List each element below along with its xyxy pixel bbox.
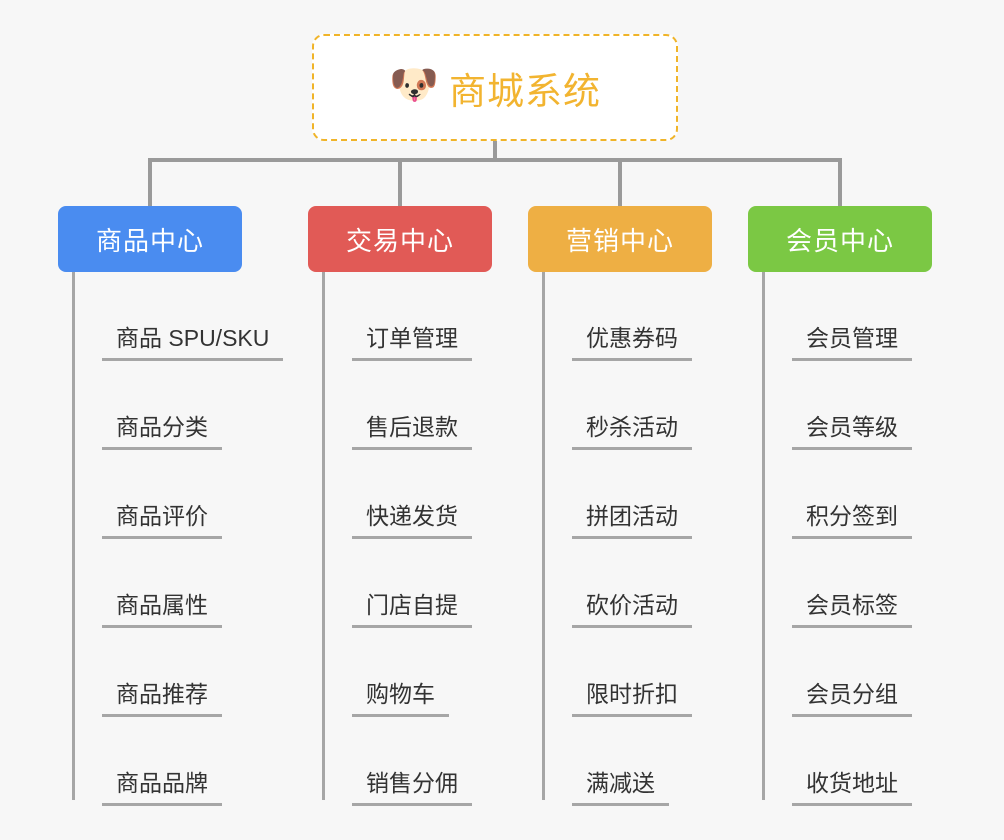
leaf-item-label: 砍价活动 (572, 591, 692, 628)
leaf-item-label: 商品属性 (102, 591, 222, 628)
leaf-item[interactable]: 会员分组 (762, 628, 912, 717)
category-box-marketing-center[interactable]: 营销中心 (528, 206, 712, 272)
branch-spine-trade-center (322, 272, 325, 800)
leaf-item[interactable]: 门店自提 (322, 539, 472, 628)
connector-drop-member-center (838, 158, 842, 208)
branch-marketing-center: 优惠券码秒杀活动拼团活动砍价活动限时折扣满减送 (542, 272, 786, 806)
leaf-item-label: 会员分组 (792, 680, 912, 717)
category-box-member-center[interactable]: 会员中心 (748, 206, 932, 272)
leaf-item-label: 销售分佣 (352, 769, 472, 806)
leaf-item[interactable]: 拼团活动 (542, 450, 692, 539)
category-label: 会员中心 (785, 225, 894, 256)
leaf-item-label: 优惠券码 (572, 324, 692, 361)
leaf-item-label: 积分签到 (792, 502, 912, 539)
leaf-item[interactable]: 订单管理 (322, 272, 472, 361)
leaf-item-label: 收货地址 (792, 769, 912, 806)
root-node-title: 商城系统 (449, 70, 601, 112)
leaf-item[interactable]: 会员管理 (762, 272, 912, 361)
leaf-item-label: 门店自提 (352, 591, 472, 628)
leaf-item[interactable]: 秒杀活动 (542, 361, 692, 450)
leaf-item[interactable]: 限时折扣 (542, 628, 692, 717)
leaf-item-label: 商品 SPU/SKU (102, 324, 284, 361)
leaf-item[interactable]: 会员等级 (762, 361, 912, 450)
leaf-item[interactable]: 购物车 (322, 628, 449, 717)
leaf-item-label: 会员管理 (792, 324, 912, 361)
leaf-item[interactable]: 商品评价 (72, 450, 222, 539)
branch-spine-marketing-center (542, 272, 545, 800)
leaf-item-label: 购物车 (352, 680, 449, 717)
branch-spine-product-center (72, 272, 75, 800)
leaf-item[interactable]: 积分签到 (762, 450, 912, 539)
leaf-item-label: 商品推荐 (102, 680, 222, 717)
leaf-item-label: 商品品牌 (102, 769, 222, 806)
leaf-item-label: 售后退款 (352, 413, 472, 450)
leaf-item[interactable]: 销售分佣 (322, 717, 472, 806)
category-label: 商品中心 (95, 225, 204, 256)
branch-member-center: 会员管理会员等级积分签到会员标签会员分组收货地址 (762, 272, 1004, 806)
leaf-item-label: 订单管理 (352, 324, 472, 361)
leaf-item-label: 会员等级 (792, 413, 912, 450)
leaf-item-label: 快递发货 (352, 502, 472, 539)
branch-spine-member-center (762, 272, 765, 800)
category-box-product-center[interactable]: 商品中心 (58, 206, 242, 272)
connector-root-stem (493, 141, 497, 162)
root-node[interactable]: 🐶 商城系统 (312, 34, 678, 141)
branch-trade-center: 订单管理售后退款快递发货门店自提购物车销售分佣 (322, 272, 566, 806)
leaf-item[interactable]: 商品品牌 (72, 717, 222, 806)
leaf-item[interactable]: 快递发货 (322, 450, 472, 539)
leaf-item[interactable]: 商品推荐 (72, 628, 222, 717)
leaf-item[interactable]: 售后退款 (322, 361, 472, 450)
connector-drop-product-center (148, 158, 152, 208)
leaf-item-label: 秒杀活动 (572, 413, 692, 450)
leaf-item[interactable]: 商品分类 (72, 361, 222, 450)
leaf-item-label: 商品评价 (102, 502, 222, 539)
leaf-item-label: 限时折扣 (572, 680, 692, 717)
category-label: 营销中心 (565, 225, 674, 256)
connector-drop-trade-center (398, 158, 402, 208)
leaf-item[interactable]: 商品 SPU/SKU (72, 272, 284, 361)
category-label: 交易中心 (345, 225, 454, 256)
leaf-item[interactable]: 会员标签 (762, 539, 912, 628)
connector-drop-marketing-center (618, 158, 622, 208)
branch-product-center: 商品 SPU/SKU 商品分类商品评价商品属性商品推荐商品品牌 (72, 272, 316, 806)
leaf-item[interactable]: 优惠券码 (542, 272, 692, 361)
connector-horizontal-bus (148, 158, 840, 162)
leaf-item-label: 会员标签 (792, 591, 912, 628)
leaf-item[interactable]: 收货地址 (762, 717, 912, 806)
category-box-trade-center[interactable]: 交易中心 (308, 206, 492, 272)
leaf-item[interactable]: 满减送 (542, 717, 669, 806)
leaf-item[interactable]: 砍价活动 (542, 539, 692, 628)
leaf-item-label: 满减送 (572, 769, 669, 806)
dog-face-icon: 🐶 (389, 62, 439, 107)
leaf-item-label: 商品分类 (102, 413, 222, 450)
leaf-item[interactable]: 商品属性 (72, 539, 222, 628)
leaf-item-label: 拼团活动 (572, 502, 692, 539)
